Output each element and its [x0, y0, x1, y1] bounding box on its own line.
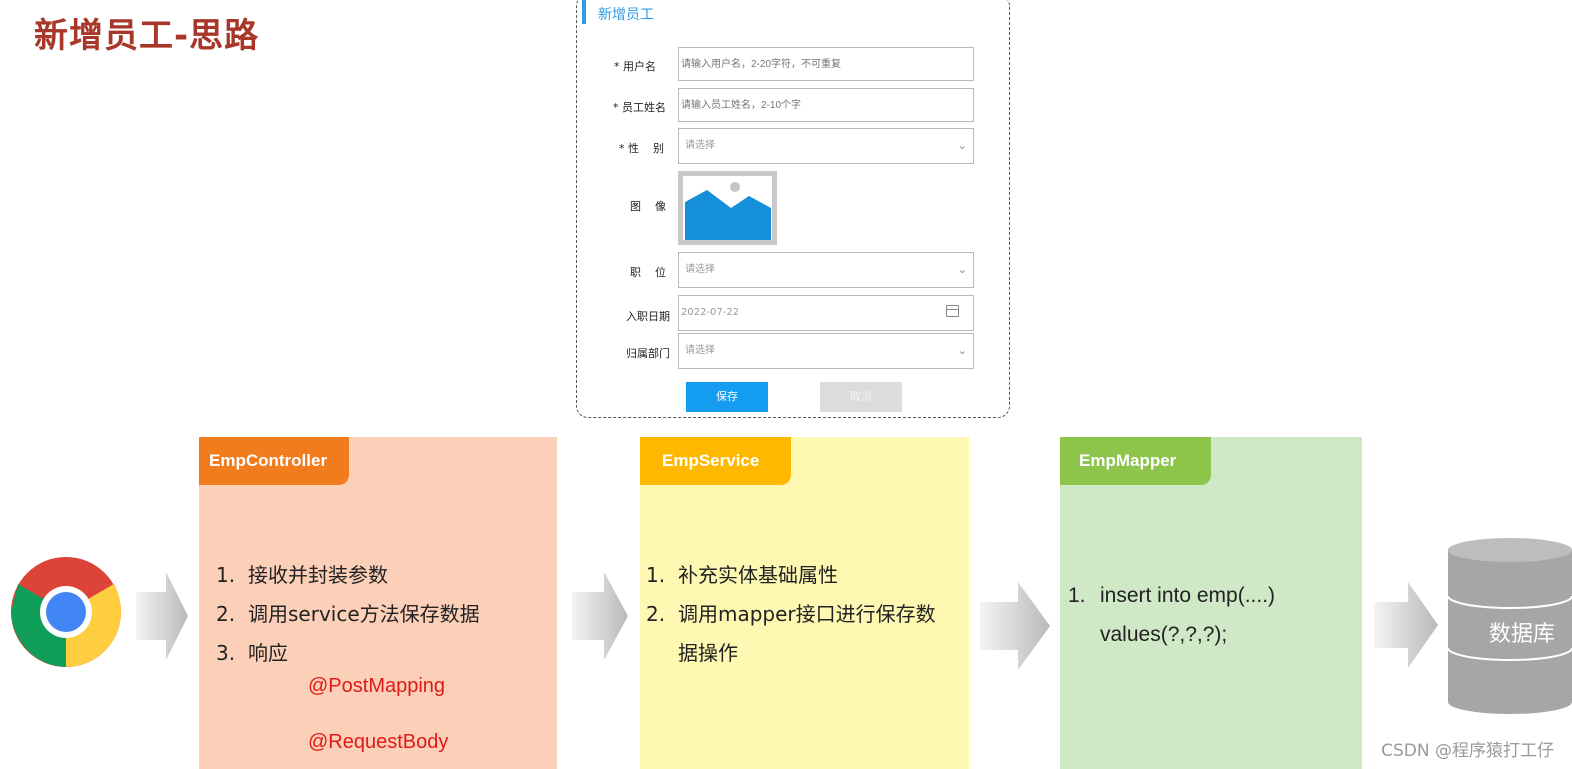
service-tab: EmpService — [640, 437, 791, 485]
job-select-placeholder: 请选择 — [685, 264, 715, 275]
service-panel — [640, 437, 969, 769]
controller-step-2: 2.调用service方法保存数据 — [216, 602, 480, 626]
chevron-down-icon: ⌄ — [957, 139, 967, 152]
controller-steps: 1.接收并封装参数 2.调用service方法保存数据 3.响应 — [216, 556, 480, 673]
mapper-step-1-cont: values(?,?,?); — [1100, 623, 1228, 646]
watermark: CSDN @程序猿打工仔 — [1381, 741, 1554, 761]
service-step-2-cont: 据操作 — [678, 641, 738, 665]
dept-select[interactable]: 请选择 ⌄ — [678, 333, 974, 369]
mapper-tab: EmpMapper — [1060, 437, 1211, 485]
gender-select-placeholder: 请选择 — [685, 140, 715, 151]
form-header-accent — [582, 0, 586, 24]
dept-select-placeholder: 请选择 — [685, 345, 715, 356]
arrow-right-icon — [572, 572, 628, 660]
mapper-step-1: 1.insert into emp(....) — [1068, 584, 1276, 607]
service-step-2: 2.调用mapper接口进行保存数 — [646, 602, 936, 626]
annotation-requestbody: @RequestBody — [308, 731, 449, 753]
name-input[interactable] — [678, 88, 974, 122]
controller-tab: EmpController — [199, 437, 349, 485]
entry-date-label: 入职日期 — [626, 310, 670, 323]
entry-date-value: 2022-07-22 — [681, 307, 740, 318]
dept-label: 归属部门 — [626, 347, 670, 360]
slide-title: 新增员工-思路 — [34, 16, 260, 56]
cancel-button[interactable]: 取消 — [820, 382, 902, 412]
form-title: 新增员工 — [598, 7, 654, 23]
add-employee-form — [576, 0, 1010, 418]
username-label: * 用户名 — [614, 60, 656, 73]
arrow-right-icon — [136, 572, 188, 660]
entry-date-picker[interactable]: 2022-07-22 — [678, 295, 974, 331]
database-icon — [1448, 538, 1572, 714]
mapper-panel — [1060, 437, 1362, 769]
image-placeholder-icon — [685, 182, 771, 240]
job-select[interactable]: 请选择 ⌄ — [678, 252, 974, 288]
image-label: 图 像 — [630, 200, 666, 213]
service-step-1: 1.补充实体基础属性 — [646, 563, 838, 587]
controller-step-1: 1.接收并封装参数 — [216, 563, 388, 587]
mapper-steps: 1.insert into emp(....) values(?,?,?); — [1068, 576, 1275, 654]
job-label: 职 位 — [630, 266, 666, 279]
chevron-down-icon: ⌄ — [957, 263, 967, 276]
gender-select[interactable]: 请选择 ⌄ — [678, 128, 974, 164]
save-button[interactable]: 保存 — [686, 382, 768, 412]
image-upload[interactable] — [678, 171, 777, 245]
annotation-postmapping: @PostMapping — [308, 675, 446, 697]
arrow-right-icon — [1374, 582, 1438, 668]
calendar-icon — [946, 305, 959, 317]
controller-step-3: 3.响应 — [216, 641, 288, 665]
arrow-right-icon — [980, 582, 1050, 670]
database-label: 数据库 — [1489, 622, 1556, 647]
gender-label: * 性 别 — [619, 142, 664, 155]
service-steps: 1.补充实体基础属性 2.调用mapper接口进行保存数 据操作 — [646, 556, 936, 673]
chrome-browser-icon — [11, 557, 121, 667]
username-input[interactable] — [678, 47, 974, 81]
controller-panel — [199, 437, 557, 769]
chevron-down-icon: ⌄ — [957, 344, 967, 357]
name-label: * 员工姓名 — [613, 101, 666, 114]
